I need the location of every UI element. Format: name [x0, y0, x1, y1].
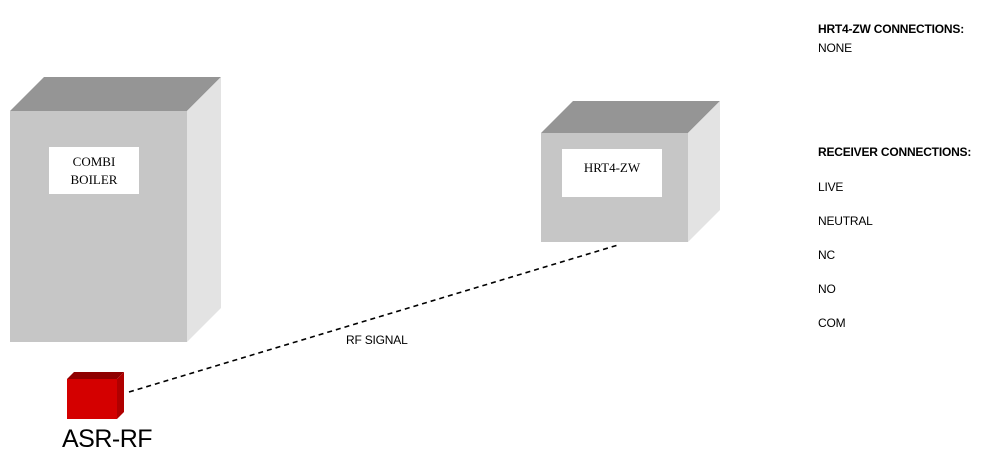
receiver-connections-heading: RECEIVER CONNECTIONS: [818, 145, 972, 159]
combi-boiler-top [10, 77, 221, 111]
asr-rf-receiver-box [67, 372, 124, 419]
thermostat-label: HRT4-ZW [562, 149, 662, 197]
receiver-front [67, 379, 117, 419]
receiver-connection-no: NO [818, 282, 836, 296]
thermostat-connection-item: NONE [818, 41, 852, 55]
asr-rf-label: ASR-RF [62, 425, 153, 453]
receiver-connection-com: COM [818, 316, 846, 330]
rf-signal-line [128, 244, 619, 393]
receiver-side [117, 372, 124, 419]
rf-signal-label: RF SIGNAL [346, 333, 408, 347]
combi-boiler-front [10, 111, 187, 342]
thermostat-side [688, 101, 720, 242]
combi-boiler-box [10, 77, 221, 342]
combi-boiler-label: COMBI BOILER [49, 147, 139, 194]
receiver-connection-neutral: NEUTRAL [818, 214, 873, 228]
thermostat-top [541, 101, 720, 133]
thermostat-connections-heading: HRT4-ZW CONNECTIONS: [818, 22, 964, 36]
receiver-connection-nc: NC [818, 248, 835, 262]
combi-boiler-side [187, 77, 221, 342]
thermostat-label-text: HRT4-ZW [583, 160, 641, 175]
receiver-top [67, 372, 124, 379]
receiver-connection-live: LIVE [818, 180, 844, 194]
